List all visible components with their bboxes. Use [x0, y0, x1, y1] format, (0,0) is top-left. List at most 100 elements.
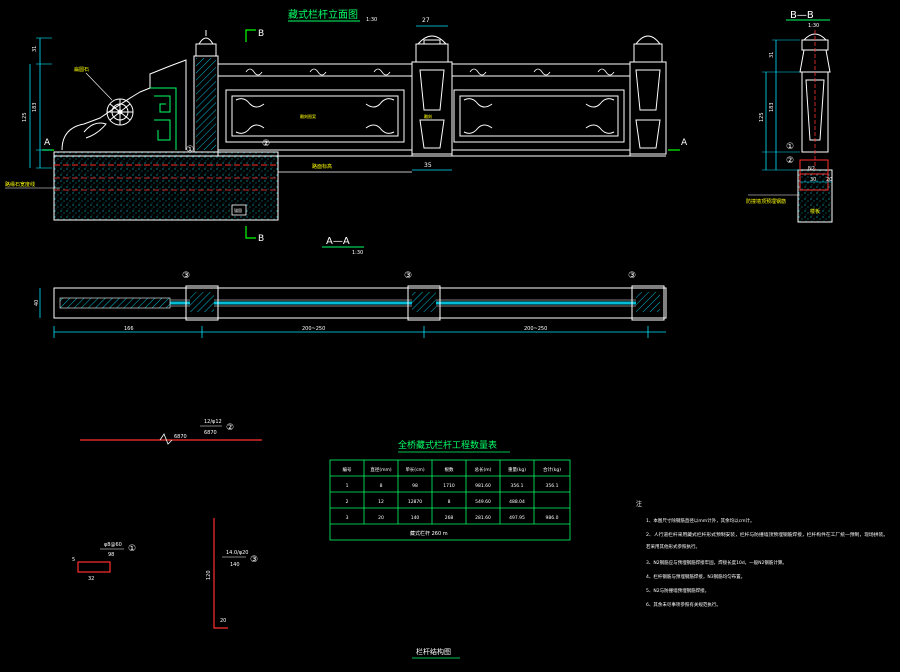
front-dim-3: 125	[22, 112, 28, 122]
section-bb-callout-2: ②	[786, 156, 794, 166]
section-mark-b-top-label: B	[258, 29, 264, 39]
end-scroll-ornament	[61, 59, 187, 151]
rebar-detail-1: φ8@60 98 32 5 ①	[72, 542, 136, 582]
beam-ornaments	[245, 68, 615, 76]
table-cell: 281.60	[475, 515, 491, 521]
section-bb-dim-1: 31	[769, 52, 775, 58]
quantity-table-grid	[329, 459, 571, 541]
table-cell: 497.95	[509, 515, 525, 521]
section-mark-b-bottom-label: B	[258, 234, 264, 244]
section-bb-view: B—B 1:30 N2 31 183 125 30 20 ① ② 防撞墙顶预埋钢…	[746, 10, 833, 223]
front-view-title: 藏式栏杆立面图	[288, 8, 358, 21]
note-2b: 若采用其他形式参照执行。	[646, 543, 700, 550]
rebar-1-dim-c: 5	[72, 557, 75, 563]
quantity-table: 全桥藏式栏杆工程数量表 编号直径(mm)单长(cm)根数总长(m)重量(kg)合…	[329, 439, 571, 541]
section-aa-scale: 1:30	[352, 250, 363, 256]
rebar-1-callout: ①	[128, 544, 136, 554]
section-bb-dim-3: 125	[759, 112, 765, 122]
table-cell: 549.60	[475, 499, 491, 505]
section-aa-callout-2: ③	[404, 271, 412, 281]
section-aa-outline	[53, 287, 667, 319]
drawing-title: 栏杆结构图	[416, 647, 451, 656]
section-bb-dim-bottom-1: 30	[810, 177, 816, 183]
table-cell: 488.04	[509, 499, 525, 505]
section-aa-callout-3: ③	[628, 271, 636, 281]
post-width-dim: 27	[422, 17, 430, 24]
table-cell: 1	[346, 483, 349, 489]
section-aa-title: A—A	[326, 236, 350, 247]
rebar-3-label: 14.0/φ20	[226, 550, 248, 556]
right-post	[629, 35, 667, 155]
panel-label-left: 雕刻图案	[300, 113, 316, 119]
table-header-cell: 编号	[343, 466, 352, 473]
callout-2-front: ②	[262, 139, 270, 149]
table-cell: 356.1	[546, 483, 559, 489]
table-cell: 356.1	[511, 483, 524, 489]
note-5: 5、N2与防撞墙预埋钢筋焊接。	[646, 587, 709, 594]
table-cell: 3	[346, 515, 349, 521]
rebar-3-dim-c: 20	[220, 618, 226, 624]
curb-label: 路缘石宽度线	[5, 181, 35, 188]
table-header-cell: 根数	[445, 466, 454, 473]
section-mark-b-bottom	[245, 226, 256, 239]
section-mark-a-left-label: A	[44, 138, 51, 148]
table-cell: 12	[378, 499, 384, 505]
front-view-scale: 1:30	[366, 17, 377, 23]
section-aa-view: A—A 1:30 ③ ③ ③ 40 166 200~250 200~250	[34, 236, 667, 338]
section-bb-scale: 1:30	[808, 23, 819, 29]
section-mark-a-right-label: A	[681, 138, 688, 148]
section-bb-dim-2: 183	[769, 102, 775, 112]
carved-panel-right	[453, 89, 625, 143]
table-cell: 20	[378, 515, 384, 521]
front-dim-2: 183	[32, 102, 38, 112]
note-4: 4、栏杆钢筋与预埋钢筋焊接，N3钢筋均匀布置。	[646, 573, 745, 580]
section-bb-base	[797, 169, 833, 223]
table-header-cell: 重量(kg)	[508, 466, 526, 473]
table-cell: 1710	[443, 483, 455, 489]
rebar-1-dim-a: 98	[108, 552, 114, 558]
rebar-3-dim-a: 140	[230, 562, 240, 568]
section-bb-title: B—B	[790, 10, 814, 21]
section-aa-height-dim: 40	[34, 300, 40, 306]
carved-panel-left	[225, 89, 405, 143]
section-aa-dim-1: 166	[124, 326, 134, 332]
rebar-detail-2: 12/φ12 6870 6870 ②	[80, 419, 262, 445]
table-cell: 98	[412, 483, 418, 489]
table-cell: 140	[411, 515, 420, 521]
rebar-2-label: 12/φ12	[204, 419, 222, 425]
notes-block: 注 1、本图尺寸除钢筋直径以mm计外，其余均以cm计。 2、人行道栏杆采用藏式栏…	[636, 500, 888, 608]
table-header-cell: 单长(cm)	[405, 466, 425, 473]
note-2: 2、人行道栏杆采用藏式栏杆形式预制安装，栏杆与防撞墙顶预埋钢筋焊接，栏杆构件在工…	[646, 531, 888, 538]
table-cell: 8	[380, 483, 383, 489]
table-header-cell: 总长(m)	[475, 466, 492, 473]
section-bb-dim-bottom-2: 20	[826, 177, 832, 183]
post-base-dim: 35	[424, 162, 432, 169]
quantity-table-footer: 藏式栏杆 260 m	[410, 530, 448, 537]
section-aa-callout-1: ③	[182, 271, 190, 281]
ornament-label: 扁圆石	[74, 66, 89, 73]
section-bb-callout-1: ①	[786, 142, 794, 152]
rebar-1-label: φ8@60	[104, 542, 122, 548]
foundation-anchor-label: 锚固	[234, 207, 242, 213]
section-aa-post-3	[631, 285, 665, 321]
section-aa-post-2	[407, 285, 441, 321]
note-3: 3、N2钢筋应与预埋钢筋焊接牢固，焊接长度10d，一般N2钢筋计算。	[646, 559, 787, 566]
table-header-cell: 直径(mm)	[370, 466, 392, 473]
rebar-1-shape	[77, 561, 111, 573]
rebar-detail-3: 14.0/φ20 140 120 20 ③	[206, 518, 258, 629]
section-bb-small-label: 楼板	[810, 208, 820, 215]
note-6: 6、其余未尽事项参照有关规范执行。	[646, 601, 721, 608]
notes-heading: 注	[636, 500, 642, 508]
rebar-2-len-b: 6870	[204, 430, 217, 436]
rebar-3-dim-b: 120	[206, 570, 212, 580]
table-cell: 981.60	[475, 483, 491, 489]
front-elevation-view: 藏式栏杆立面图 1:30 B B A A 31 183 125 锚固 路缘石宽度…	[5, 8, 688, 244]
end-post-hatch	[196, 58, 216, 150]
ground-label: 路面标高	[312, 163, 332, 170]
section-bb-base-label: 防撞墙顶预埋钢筋	[746, 198, 786, 205]
panel-label-mid: 雕刻	[424, 113, 432, 119]
section-mark-b-top	[245, 29, 256, 42]
section-aa-post-1	[185, 285, 219, 321]
rebar-3-shape	[213, 518, 228, 629]
table-cell: 8	[448, 499, 451, 505]
